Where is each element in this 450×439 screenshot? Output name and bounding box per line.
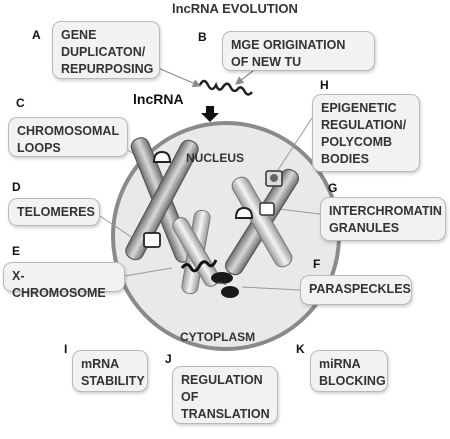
panel-j-box: REGULATION OF TRANSLATION [172,366,278,424]
figure-title: lncRNA EVOLUTION [172,1,298,16]
panel-a-letter: A [32,28,41,42]
connector-f [241,286,301,291]
connector-e [124,267,173,277]
panel-h-letter: H [320,78,329,92]
lncrna-squiggle [198,79,253,96]
panel-f-letter: F [313,257,321,271]
panel-h-box: EPIGENETIC REGULATION/ POLYCOMB BODIES [312,94,420,172]
connector-h [277,117,313,171]
panel-c-box: CHROMOSOMAL LOOPS [8,117,128,157]
paraspeckles [211,272,239,298]
panel-c-letter: C [16,96,25,110]
panel-k-box: miRNA BLOCKING [310,350,388,392]
panel-g-letter: G [328,181,338,195]
panel-a-box: GENE DUPLICATON/ REPURPOSING [52,21,160,79]
panel-i-box: mRNA STABILITY [72,350,148,392]
panel-g-box: INTERCHROMATIN GRANULES [320,197,446,241]
panel-d-letter: D [12,180,21,194]
arrow-a-to-lncrna [157,67,202,88]
cytoplasm-label: CYTOPLASM [180,330,256,344]
arrow-down-into-nucleus [201,106,219,122]
chromosome-middle [172,209,220,295]
lncrna-label: lncRNA [133,91,184,107]
panel-j-letter: J [165,352,172,366]
chromosome-right [224,168,300,276]
panel-e-box: X-CHROMOSOME [3,262,125,300]
panel-d-box: TELOMERES [8,198,100,226]
panel-b-letter: B [198,30,207,44]
panel-f-box: PARASPECKLES [300,275,412,305]
nucleus-label: NUCLEUS [186,151,245,165]
panel-i-letter: I [64,342,68,356]
panel-k-letter: K [296,342,305,356]
panel-b-box: MGE ORIGINATION OF NEW TU [222,31,375,71]
panel-e-letter: E [12,244,21,258]
